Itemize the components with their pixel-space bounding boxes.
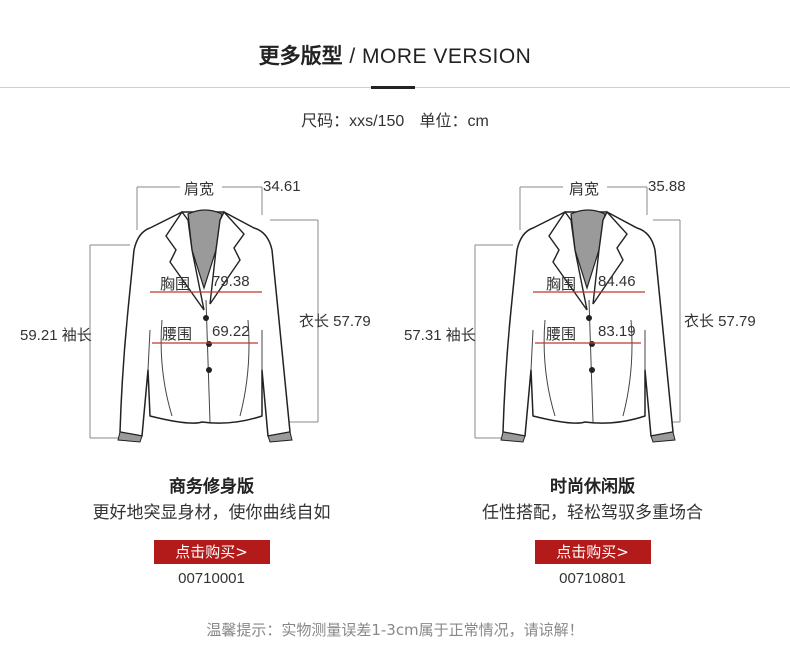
section-title: 更多版型 / MORE VERSION (0, 40, 790, 70)
body-length: 衣长 57.79 (299, 313, 371, 330)
body-length: 衣长 57.79 (684, 313, 756, 330)
chest-label: 胸围 (546, 276, 577, 293)
waist-label: 腰围 (162, 326, 193, 343)
unit-value: cm (467, 113, 489, 130)
chest-value: 79.38 (212, 273, 250, 290)
product-casual: 时尚休闲版 任性搭配，轻松驾驭多重场合 点击购买> 00710801 (395, 472, 790, 587)
sleeve-length: 59.21 袖长 (20, 327, 92, 344)
product-description: 任性搭配，轻松驾驭多重场合 (482, 503, 703, 523)
sleeve-length: 57.31 袖长 (404, 327, 476, 344)
title-en: / MORE VERSION (349, 45, 532, 68)
title-zh: 更多版型 (258, 44, 343, 68)
waist-label: 腰围 (546, 326, 577, 343)
jacket-diagram-business: 肩宽 34.61 胸围 79.38 腰围 69.22 59.21 袖长 衣长 5… (0, 170, 395, 460)
chest-value: 84.46 (598, 273, 636, 290)
product-name: 时尚休闲版 (550, 477, 635, 497)
shoulder-label: 肩宽 (569, 181, 600, 198)
jacket-illustration (89, 186, 319, 443)
size-value: xxs/150 (349, 113, 405, 130)
product-code: 00710801 (559, 570, 626, 587)
buy-button[interactable]: 点击购买> (153, 540, 270, 564)
section-header: 更多版型 / MORE VERSION (0, 0, 790, 90)
chest-label: 胸围 (160, 276, 191, 293)
shoulder-label: 肩宽 (184, 181, 215, 198)
shoulder-value: 34.61 (263, 178, 301, 195)
shoulder-value: 35.88 (648, 178, 686, 195)
size-label: 尺码： (301, 113, 350, 130)
product-description: 更好地突显身材，使你曲线自如 (92, 503, 331, 523)
waist-value: 83.19 (598, 323, 636, 340)
product-business-slim: 商务修身版 更好地突显身材，使你曲线自如 点击购买> 00710001 (14, 472, 409, 587)
product-code: 00710001 (178, 570, 245, 587)
measurement-note: 温馨提示：实物测量误差1-3cm属于正常情况，请谅解！ (206, 621, 584, 639)
header-divider-accent (371, 86, 415, 89)
size-info: 尺码：xxs/150 单位：cm (0, 107, 790, 131)
jacket-diagram-casual: 肩宽 35.88 胸围 84.46 腰围 83.19 57.31 袖长 衣长 5… (395, 170, 790, 460)
product-name: 商务修身版 (169, 477, 254, 497)
unit-label: 单位： (419, 113, 468, 130)
jacket-illustration (474, 186, 681, 443)
waist-value: 69.22 (212, 323, 250, 340)
buy-button[interactable]: 点击购买> (534, 540, 651, 564)
